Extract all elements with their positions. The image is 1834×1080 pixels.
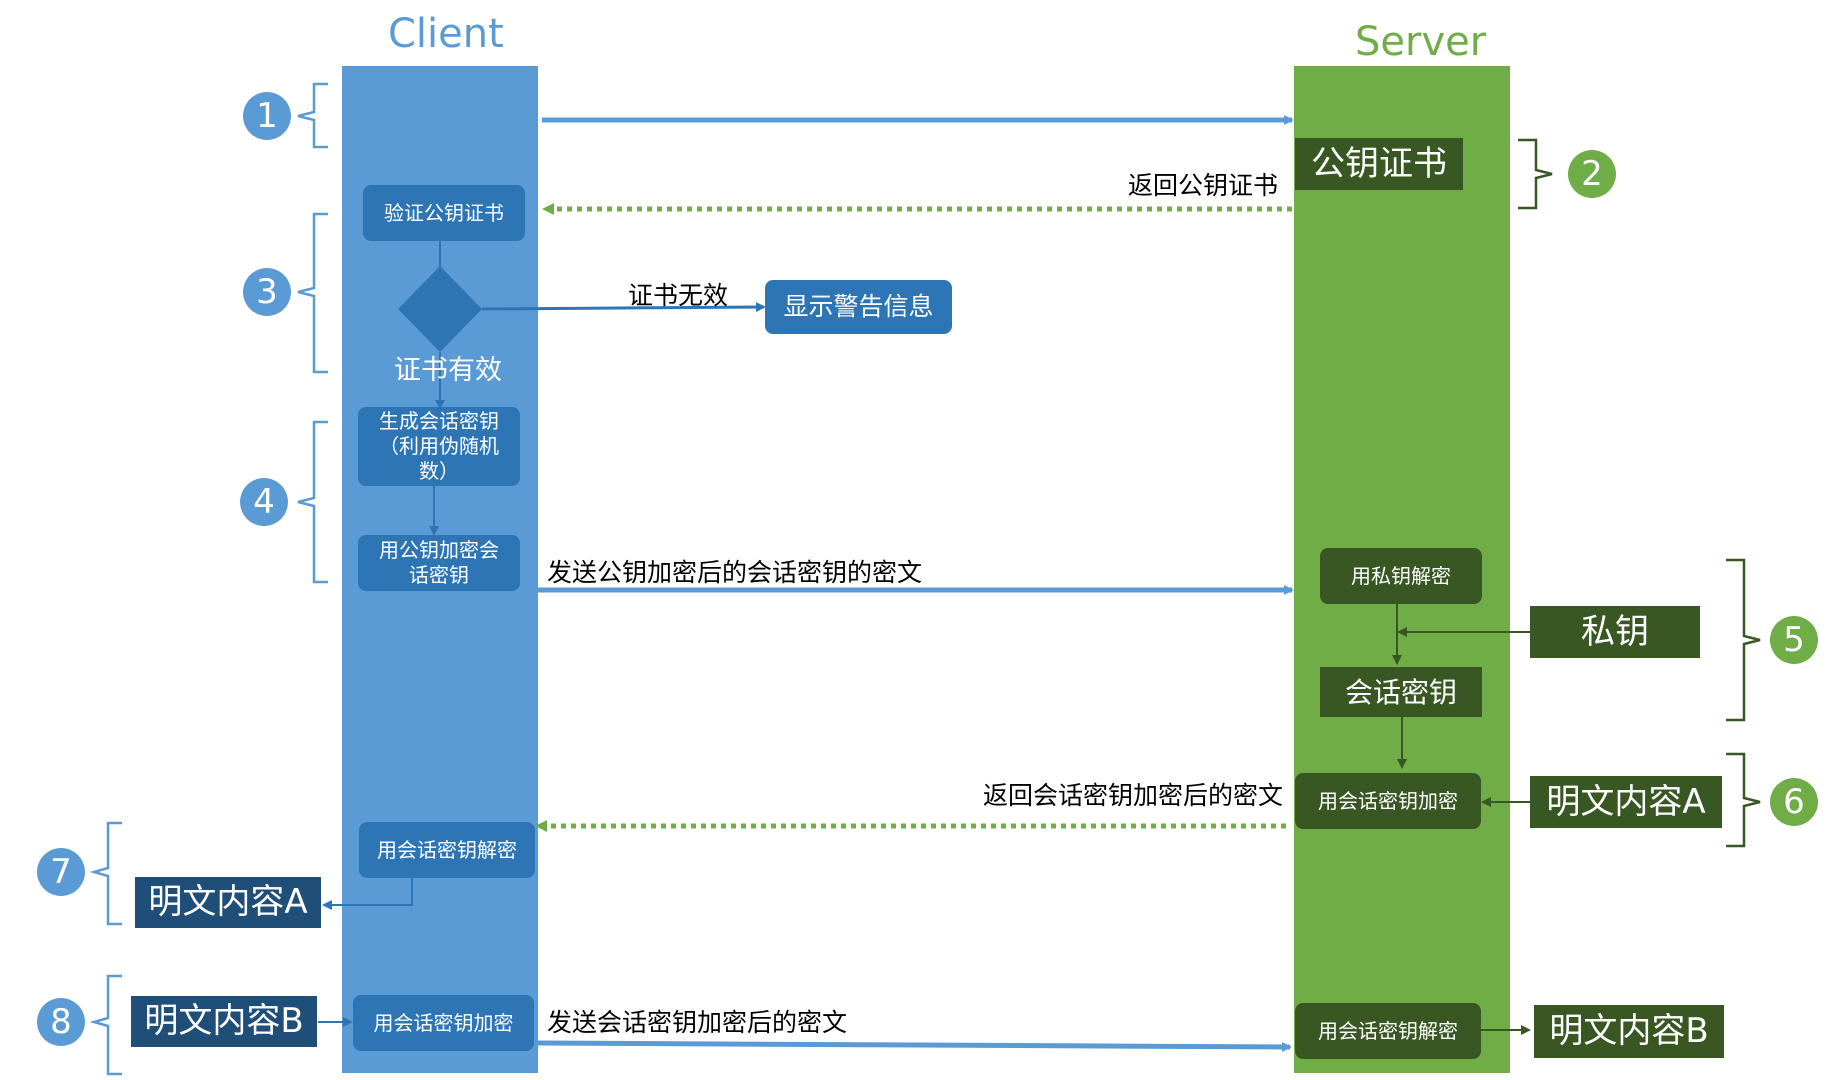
step-2-badge: 2 [1568, 150, 1616, 198]
label-cert-invalid: 证书无效 [628, 281, 729, 310]
step-8-badge: 8 [37, 998, 85, 1046]
cert-valid-diamond [398, 266, 482, 352]
step-6-badge: 6 [1770, 778, 1818, 826]
label-send-encrypted-session-key: 发送公钥加密后的会话密钥的密文 [547, 558, 923, 587]
label-return-session-encrypted: 返回会话密钥加密后的密文 [983, 781, 1284, 810]
step-1-badge: 1 [243, 92, 291, 140]
server-plaintext-b-box: 明文内容B [1534, 1005, 1724, 1058]
label-send-session-encrypted: 发送会话密钥加密后的密文 [547, 1008, 848, 1037]
show-warning-box: 显示警告信息 [765, 280, 952, 334]
server-encrypt-session-box: 用会话密钥加密 [1295, 773, 1481, 829]
client-plaintext-b-box: 明文内容B [131, 996, 317, 1047]
session-key-box: 会话密钥 [1320, 667, 1482, 717]
bracket-2 [1518, 138, 1553, 210]
client-encrypt-session-box: 用会话密钥加密 [353, 995, 534, 1051]
label-return-pubkey-cert: 返回公钥证书 [1128, 171, 1279, 200]
server-lane-title: Server [1355, 19, 1487, 65]
arrow-send-session-encrypted [537, 1040, 1292, 1052]
bracket-8 [89, 974, 122, 1076]
bracket-7 [89, 821, 122, 926]
bracket-5 [1726, 558, 1761, 722]
server-plaintext-a-box: 明文内容A [1530, 776, 1722, 828]
step-3-badge: 3 [243, 268, 291, 316]
step-4-badge: 4 [240, 478, 288, 526]
client-decrypt-session-box: 用会话密钥解密 [359, 822, 535, 878]
bracket-3 [297, 212, 328, 374]
server-decrypt-session-box: 用会话密钥解密 [1295, 1003, 1481, 1059]
bracket-4 [297, 420, 328, 584]
cert-valid-label: 证书有效 [394, 355, 502, 386]
decrypt-with-privkey-box: 用私钥解密 [1320, 548, 1482, 604]
step-5-badge: 5 [1770, 616, 1818, 664]
client-lane-title: Client [388, 11, 504, 57]
private-key-box: 私钥 [1530, 606, 1700, 658]
pubkey-cert-box: 公钥证书 [1295, 138, 1463, 190]
bracket-6 [1726, 752, 1761, 848]
bracket-1 [297, 82, 328, 149]
arrow-cert-invalid [481, 302, 766, 313]
step-7-badge: 7 [37, 848, 85, 896]
verify-cert-box: 验证公钥证书 [363, 185, 525, 241]
client-plaintext-a-box: 明文内容A [135, 877, 321, 928]
gen-session-key-box: 生成会话密钥 （利用伪随机 数） [358, 407, 520, 486]
encrypt-with-pubkey-box: 用公钥加密会 话密钥 [358, 535, 520, 591]
